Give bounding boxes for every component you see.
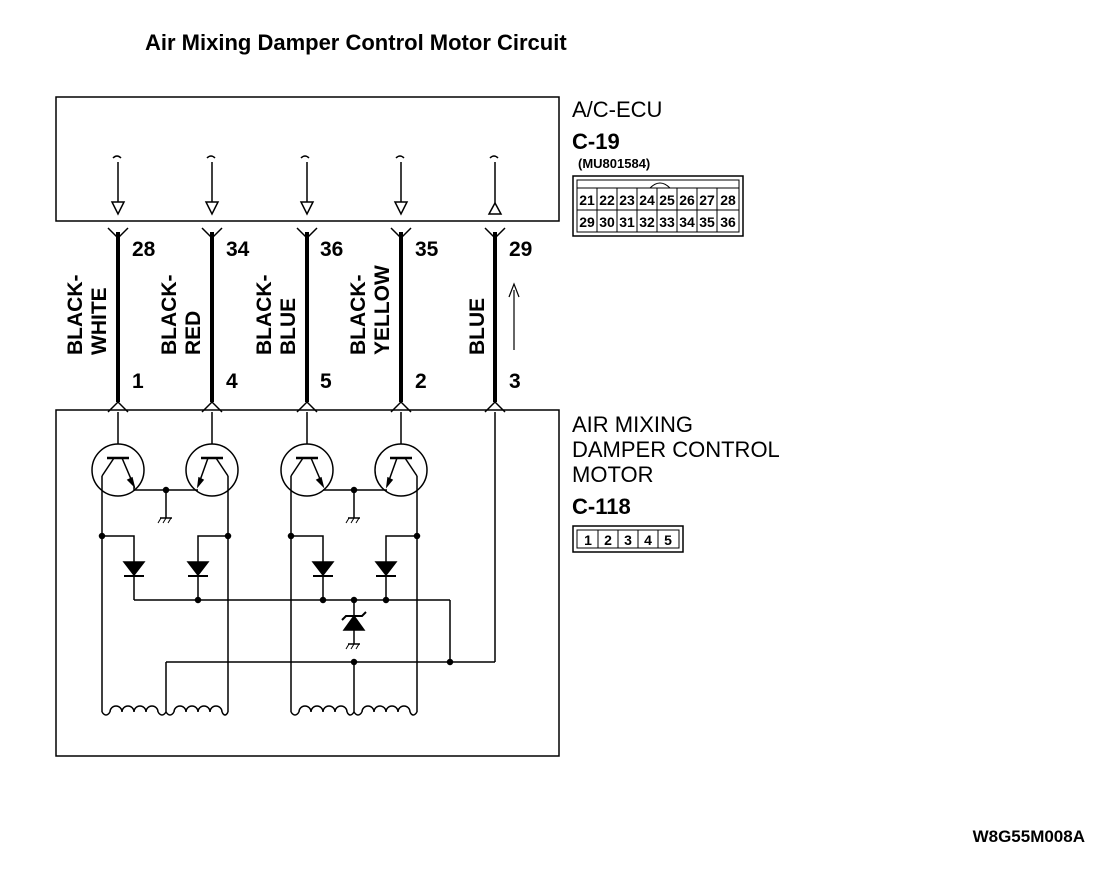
wire-color-label: BLUE xyxy=(277,298,300,355)
ecu-pin-number: 35 xyxy=(415,238,439,261)
motor-pin-number: 1 xyxy=(132,370,144,393)
wire-color-label: BLACK- xyxy=(64,275,87,355)
motor-coils-left xyxy=(101,536,229,716)
motor-name-line1: AIR MIXING xyxy=(572,412,693,437)
signal-direction-arrow xyxy=(508,282,520,350)
ecu-terminal-29 xyxy=(487,155,503,215)
ecu-pin-cell: 28 xyxy=(720,192,736,208)
transistor-4 xyxy=(374,412,428,536)
motor-name-line2: DAMPER CONTROL xyxy=(572,437,780,462)
ecu-pin-cell: 26 xyxy=(679,192,695,208)
wire-color-label: BLUE xyxy=(466,298,489,355)
ecu-box xyxy=(55,96,560,222)
motor-pin-number: 2 xyxy=(415,370,427,393)
ecu-pin-cell: 34 xyxy=(679,214,695,230)
ecu-pin-cell: 32 xyxy=(639,214,655,230)
diode-network xyxy=(98,532,451,662)
transistor-3 xyxy=(280,412,334,536)
motor-pin-cell: 3 xyxy=(624,532,632,548)
motor-pin-number: 5 xyxy=(320,370,332,393)
ecu-pin-cell: 21 xyxy=(579,192,595,208)
ecu-pin-number: 36 xyxy=(320,238,343,261)
figure-code: W8G55M008A xyxy=(973,827,1085,846)
ecu-pin-cell: 22 xyxy=(599,192,615,208)
ecu-pin-cell: 30 xyxy=(599,214,615,230)
ecu-pin-cell: 27 xyxy=(699,192,715,208)
ecu-pin-cell: 25 xyxy=(659,192,675,208)
ecu-pin-cell: 36 xyxy=(720,214,736,230)
motor-pin-number: 4 xyxy=(226,370,238,393)
wire-color-label: BLACK- xyxy=(253,275,276,355)
emitter-ground-right xyxy=(323,486,387,524)
ecu-pin-number: 29 xyxy=(509,238,532,261)
harness-wires xyxy=(107,227,506,413)
wire-color-label: YELLOW xyxy=(371,265,394,355)
motor-coils-right xyxy=(290,536,418,716)
wire-color-label: RED xyxy=(182,311,205,355)
ecu-pin-number: 34 xyxy=(226,238,250,261)
wire-color-label: BLACK- xyxy=(158,275,181,355)
ecu-pin-cell: 35 xyxy=(699,214,715,230)
ecu-name: A/C-ECU xyxy=(572,97,662,122)
supply-line xyxy=(165,412,496,712)
ecu-pin-cell: 33 xyxy=(659,214,675,230)
zener-diode xyxy=(341,600,367,650)
ecu-terminal-35 xyxy=(393,155,409,216)
motor-connector-face xyxy=(572,525,684,553)
ecu-connector-id: C-19 xyxy=(572,129,620,154)
ecu-pin-cell: 29 xyxy=(579,214,595,230)
motor-connector-id: C-118 xyxy=(572,494,631,519)
diagram-title: Air Mixing Damper Control Motor Circuit xyxy=(145,30,567,55)
ecu-pin-cell: 31 xyxy=(619,214,635,230)
wire-color-label: WHITE xyxy=(88,287,111,355)
ecu-pin-number: 28 xyxy=(132,238,156,261)
motor-name-line3: MOTOR xyxy=(572,462,653,487)
ecu-pin-cell: 24 xyxy=(639,192,655,208)
ecu-part-number: (MU801584) xyxy=(578,156,650,171)
transistor-1 xyxy=(91,412,145,536)
motor-pin-cell: 1 xyxy=(584,532,592,548)
emitter-ground-left xyxy=(134,486,198,524)
ecu-terminal-34 xyxy=(204,155,220,216)
motor-pin-number: 3 xyxy=(509,370,521,393)
ecu-connector-face xyxy=(572,175,744,237)
wire-color-label: BLACK- xyxy=(347,275,370,355)
ecu-terminal-28 xyxy=(110,155,126,216)
motor-pin-cell: 4 xyxy=(644,532,652,548)
transistor-2 xyxy=(185,412,239,536)
ecu-terminal-36 xyxy=(299,155,315,216)
motor-pin-cell: 5 xyxy=(664,532,672,548)
motor-pin-cell: 2 xyxy=(604,532,612,548)
ecu-pin-cell: 23 xyxy=(619,192,635,208)
motor-box xyxy=(55,409,560,757)
